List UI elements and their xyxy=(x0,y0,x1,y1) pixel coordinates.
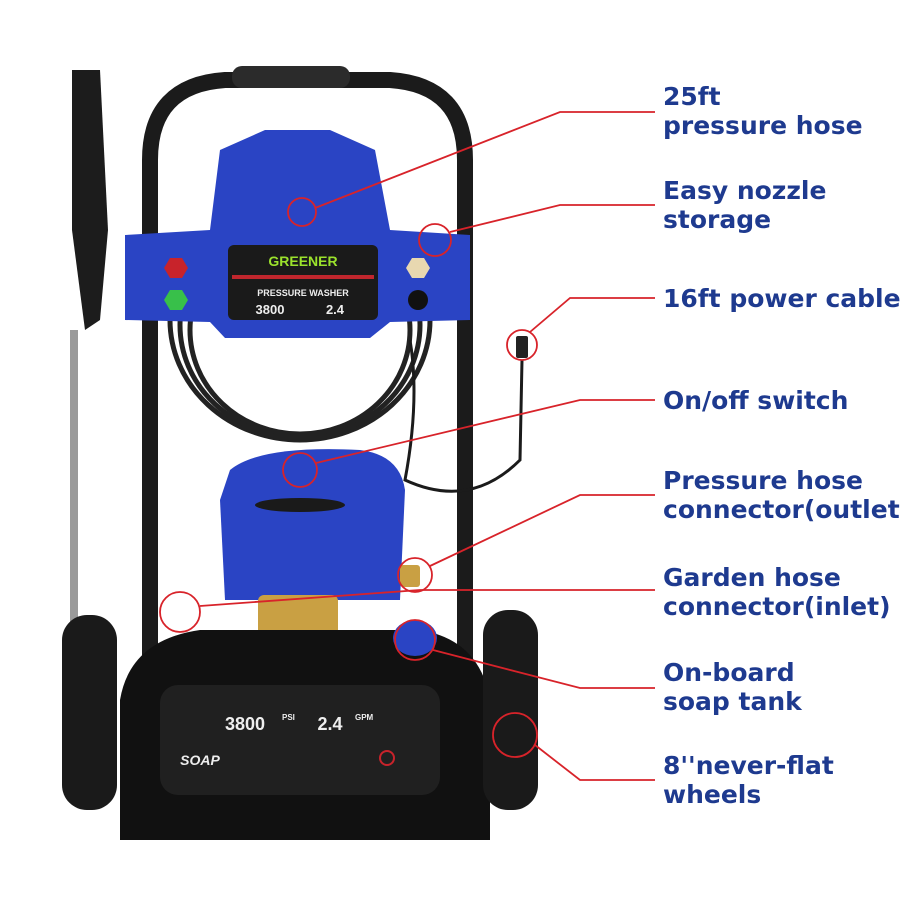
red-nozzle xyxy=(164,258,188,278)
black-nozzle xyxy=(408,290,428,310)
label-plate xyxy=(228,245,378,320)
callout-text: connector(outlet) xyxy=(663,495,900,524)
callout-text: 16ft power cable xyxy=(663,284,900,313)
power-cable xyxy=(403,339,524,493)
left-wheel xyxy=(62,615,117,810)
white-nozzle xyxy=(406,258,430,278)
callout-text: Pressure hose xyxy=(663,466,863,495)
handle-grip xyxy=(232,66,350,88)
callout-text: 25ft xyxy=(663,82,721,111)
soap-tank-cap xyxy=(393,620,437,656)
callout-lines xyxy=(159,111,655,781)
callout-text: pressure hose xyxy=(663,111,863,140)
base-psi: 3800 xyxy=(225,714,265,734)
panel-psi: 3800 xyxy=(256,302,285,317)
callout-power-cable: 16ft power cable xyxy=(663,284,900,313)
soap-label: SOAP xyxy=(180,752,220,768)
base-flow: 2.4 xyxy=(317,714,342,734)
soap-panel xyxy=(160,685,440,795)
callout-text: connector(inlet) xyxy=(663,592,891,621)
motor-housing xyxy=(220,449,405,600)
callout-on-off-switch: On/off switch xyxy=(663,386,848,415)
right-wheel xyxy=(483,610,538,810)
callout-text: Garden hose xyxy=(663,563,841,592)
outlet-fitting xyxy=(400,565,420,587)
nozzle-panel xyxy=(125,130,470,338)
callout-text: soap tank xyxy=(663,687,802,716)
panel-title: PRESSURE WASHER xyxy=(257,288,349,298)
callout-text: Easy nozzle xyxy=(663,176,827,205)
callout-text: On-board xyxy=(663,658,795,687)
callout-text: storage xyxy=(663,205,772,234)
base-psi-unit: PSI xyxy=(282,713,295,722)
green-nozzle xyxy=(164,290,188,310)
base-flow-unit: GPM xyxy=(355,713,374,722)
callout-text: 8''never-flat xyxy=(663,751,834,780)
callout-text: On/off switch xyxy=(663,386,849,415)
panel-flow: 2.4 xyxy=(326,302,345,317)
callout-text: wheels xyxy=(663,780,762,809)
brand-logo: GREENER xyxy=(268,253,337,269)
plug-icon xyxy=(516,336,528,358)
spray-gun xyxy=(72,70,108,330)
wand xyxy=(70,330,78,680)
